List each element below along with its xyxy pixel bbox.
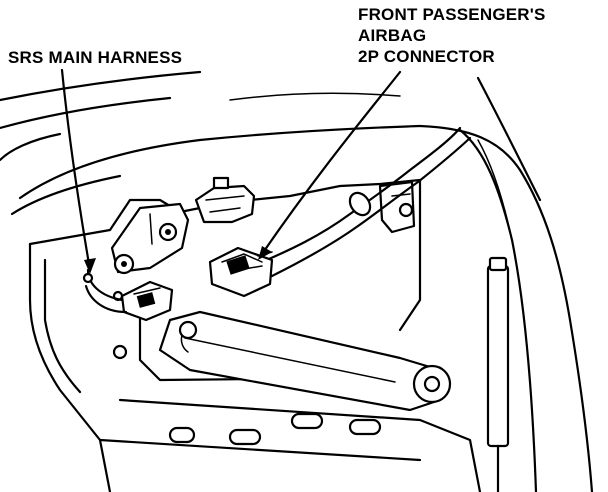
- srs-main-harness-label: SRS MAIN HARNESS: [8, 48, 183, 67]
- airbag-harness: [260, 126, 472, 278]
- wire-clip: [194, 176, 256, 224]
- side-pillar: [418, 124, 594, 492]
- dashboard-panel: [0, 70, 422, 216]
- leader-lines: [60, 68, 542, 274]
- left-mount-tab: [110, 202, 190, 275]
- srs-main-connector: [82, 268, 174, 322]
- connector-label-line3: 2P CONNECTOR: [358, 47, 495, 66]
- connector-label-line1: FRONT PASSENGER'S: [358, 5, 546, 24]
- front-passenger-airbag-connector-label: FRONT PASSENGER'S AIRBAG 2P CONNECTOR: [358, 4, 546, 67]
- support-strut: [158, 310, 452, 412]
- connector-label-line2: AIRBAG: [358, 26, 427, 45]
- airbag-2p-connector: [208, 246, 274, 298]
- bracket-slots: [112, 290, 382, 446]
- harness-bracket: [378, 180, 416, 234]
